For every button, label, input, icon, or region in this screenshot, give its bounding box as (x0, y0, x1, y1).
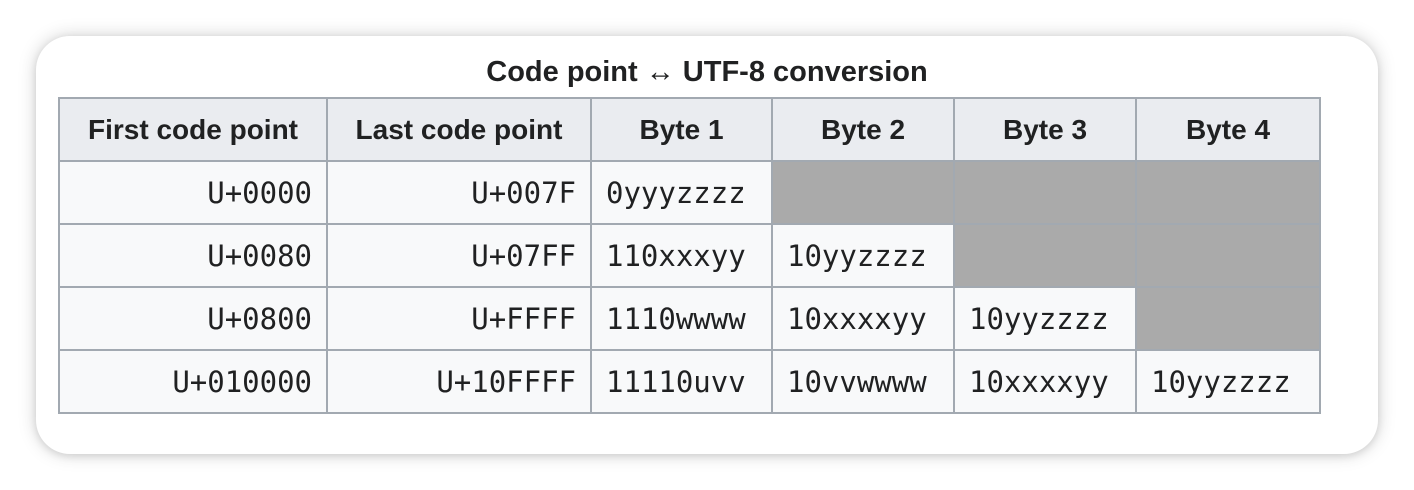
first-code-point-cell: U+0000 (58, 160, 328, 225)
header-byte-4: Byte 4 (1135, 97, 1321, 162)
last-code-point-cell: U+07FF (326, 223, 592, 288)
byte-1-cell: 11110uvv (590, 349, 773, 414)
byte-4-cell: 10yyzzzz (1135, 349, 1321, 414)
header-byte-3: Byte 3 (953, 97, 1137, 162)
byte-1-cell: 1110wwww (590, 286, 773, 351)
first-code-point-cell: U+010000 (58, 349, 328, 414)
byte-2-cell: 10vvwwww (771, 349, 955, 414)
empty-byte-cell (771, 160, 955, 225)
first-code-point-cell: U+0800 (58, 286, 328, 351)
table-row: U+0800 U+FFFF 1110wwww 10xxxxyy 10yyzzzz (58, 286, 1321, 351)
utf8-conversion-table: First code point Last code point Byte 1 … (58, 97, 1321, 414)
table-caption: Code point ↔ UTF-8 conversion (486, 56, 928, 88)
empty-byte-cell (1135, 286, 1321, 351)
byte-3-cell: 10yyzzzz (953, 286, 1137, 351)
byte-1-cell: 110xxxyy (590, 223, 773, 288)
empty-byte-cell (953, 223, 1137, 288)
table-row: U+010000 U+10FFFF 11110uvv 10vvwwww 10xx… (58, 349, 1321, 414)
last-code-point-cell: U+10FFFF (326, 349, 592, 414)
header-first-code-point: First code point (58, 97, 328, 162)
empty-byte-cell (953, 160, 1137, 225)
first-code-point-cell: U+0080 (58, 223, 328, 288)
header-last-code-point: Last code point (326, 97, 592, 162)
header-row: First code point Last code point Byte 1 … (58, 97, 1321, 162)
table-row: U+0080 U+07FF 110xxxyy 10yyzzzz (58, 223, 1321, 288)
byte-1-cell: 0yyyzzzz (590, 160, 773, 225)
byte-3-cell: 10xxxxyy (953, 349, 1137, 414)
empty-byte-cell (1135, 160, 1321, 225)
byte-2-cell: 10yyzzzz (771, 223, 955, 288)
byte-2-cell: 10xxxxyy (771, 286, 955, 351)
table-row: U+0000 U+007F 0yyyzzzz (58, 160, 1321, 225)
header-byte-1: Byte 1 (590, 97, 773, 162)
header-byte-2: Byte 2 (771, 97, 955, 162)
empty-byte-cell (1135, 223, 1321, 288)
last-code-point-cell: U+FFFF (326, 286, 592, 351)
last-code-point-cell: U+007F (326, 160, 592, 225)
